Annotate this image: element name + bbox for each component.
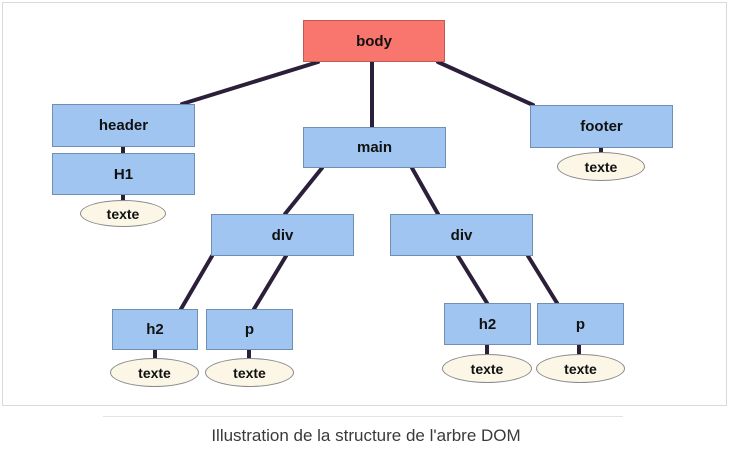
caption-separator (103, 416, 623, 417)
text-node-p-left: texte (205, 358, 294, 387)
edge-div-left-p (252, 254, 288, 311)
node-h1: H1 (52, 153, 195, 195)
node-body: body (303, 20, 445, 62)
edge-body-header (180, 60, 320, 106)
node-h2-left: h2 (112, 309, 198, 350)
text-node-h1: texte (80, 200, 166, 227)
node-h2-right: h2 (444, 303, 531, 345)
edge-main-div-right (410, 166, 440, 216)
edge-div-right-p (526, 254, 559, 305)
edge-body-footer (436, 60, 535, 107)
text-node-h2-right: texte (442, 354, 532, 383)
node-main: main (303, 127, 446, 168)
node-div-right: div (390, 214, 533, 256)
node-div-left: div (211, 214, 354, 256)
node-footer: footer (530, 105, 673, 148)
figure-caption: Illustration de la structure de l'arbre … (211, 426, 521, 445)
node-header: header (52, 104, 195, 147)
text-node-h2-left: texte (110, 358, 199, 387)
edge-div-right-h2 (456, 254, 489, 305)
node-p-right: p (537, 303, 624, 345)
text-node-footer: texte (557, 152, 645, 181)
text-node-p-right: texte (536, 354, 625, 383)
edge-main-div-left (283, 166, 324, 216)
edge-div-left-h2 (179, 254, 214, 311)
node-p-left: p (206, 309, 293, 350)
